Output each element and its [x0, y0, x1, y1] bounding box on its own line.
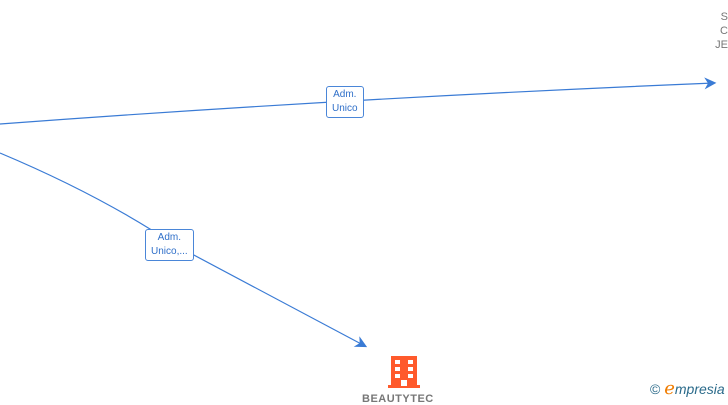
logo-e: e: [664, 378, 675, 399]
empresia-watermark: © empresia: [650, 378, 725, 399]
copyright-icon: ©: [650, 381, 661, 397]
edge-label-line: Unico: [332, 103, 358, 114]
edge-label-line: Adm.: [333, 89, 357, 100]
top-right-node-label[interactable]: S C JE: [698, 10, 728, 52]
edge-label-top[interactable]: Adm. Unico: [326, 86, 364, 118]
node-label-line: JE: [715, 39, 728, 51]
node-label-line: S: [720, 11, 728, 23]
logo-text: mpresia: [674, 381, 725, 397]
edge-label-line: Adm.: [157, 232, 182, 243]
node-label-line: C: [720, 25, 728, 37]
building-icon: [388, 356, 420, 388]
edge-label-bottom[interactable]: Adm. Unico,...: [145, 229, 194, 261]
edge-label-line: Unico,...: [151, 246, 188, 257]
company-node-label[interactable]: BEAUTYTEC: [362, 393, 434, 405]
